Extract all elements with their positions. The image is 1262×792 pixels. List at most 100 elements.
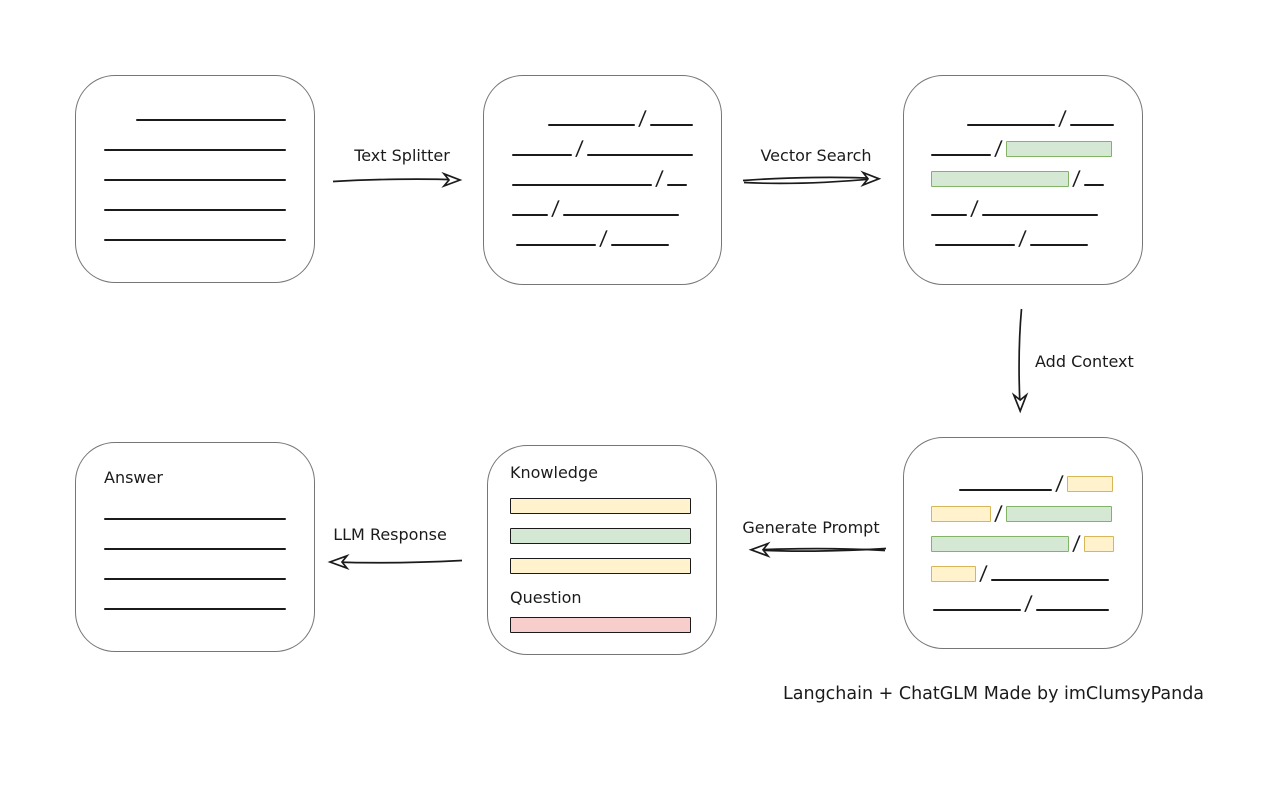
chunk-row: / — [931, 157, 1115, 190]
knowledge-bars — [510, 484, 694, 574]
bar-row — [510, 484, 694, 514]
text-line — [548, 124, 635, 126]
slash-separator: / — [1054, 471, 1065, 495]
text-line — [666, 184, 687, 186]
question-label: Question — [510, 588, 582, 607]
slash-separator: / — [1017, 226, 1028, 250]
llm-response-arrow — [327, 553, 463, 571]
text-line-row — [136, 92, 286, 122]
generate-prompt-arrow — [748, 541, 887, 558]
text-line — [104, 548, 286, 550]
answer-node: Answer — [75, 442, 315, 652]
chunk-row: / — [548, 97, 693, 130]
text-line — [104, 578, 286, 580]
add-context-label: Add Context — [1035, 352, 1134, 371]
text-line — [1035, 609, 1109, 611]
slash-separator: / — [1071, 166, 1082, 190]
text-line-row — [104, 182, 286, 212]
chunk-row: / — [512, 157, 693, 190]
red-bar — [510, 617, 691, 633]
text-line — [1083, 184, 1104, 186]
text-line-row — [104, 152, 286, 182]
answer-label: Answer — [104, 468, 163, 487]
slash-separator: / — [598, 226, 609, 250]
text-line — [104, 179, 286, 181]
source-document-node — [75, 75, 315, 283]
yellow-highlight-chip — [1083, 536, 1114, 552]
answer-lines — [104, 491, 286, 611]
text-line — [959, 489, 1052, 491]
text-line — [136, 119, 286, 121]
text-line-row — [104, 491, 286, 521]
text-line — [931, 154, 991, 156]
vector-search-arrow — [742, 170, 882, 187]
chunk-row: / — [931, 522, 1115, 555]
text-line — [610, 244, 669, 246]
chunk-row: / — [931, 187, 1115, 220]
green-highlight-chip — [931, 171, 1069, 187]
chunk-row: / — [967, 97, 1115, 130]
text-line — [104, 518, 286, 520]
text-line — [512, 184, 652, 186]
green-highlight-chip — [931, 536, 1069, 552]
vector-search-label: Vector Search — [760, 146, 872, 165]
text-line — [1029, 244, 1088, 246]
text-line — [516, 244, 596, 246]
slash-separator: / — [969, 196, 980, 220]
split-chunks-node: / / / / / — [483, 75, 722, 285]
bar-row — [510, 609, 694, 633]
slash-separator: / — [654, 166, 665, 190]
vector-matched-node: / / / / / — [903, 75, 1143, 285]
slash-separator: / — [978, 561, 989, 585]
text-line — [981, 214, 1098, 216]
bar-row — [510, 514, 694, 544]
text-line — [1069, 124, 1114, 126]
text-line — [104, 209, 286, 211]
slash-separator: / — [574, 136, 585, 160]
chunk-row: / — [959, 462, 1115, 495]
yellow-bar — [510, 558, 691, 574]
green-highlight-chip — [1005, 506, 1112, 522]
generate-prompt-label: Generate Prompt — [742, 518, 880, 537]
chunk-row: / — [933, 582, 1115, 615]
green-highlight-chip — [1005, 141, 1112, 157]
yellow-highlight-chip — [1066, 476, 1113, 492]
chunk-row: / — [931, 552, 1115, 585]
text-splitter-arrow — [332, 171, 463, 188]
slash-separator: / — [1023, 591, 1034, 615]
text-line — [104, 608, 286, 610]
slash-separator: / — [993, 136, 1004, 160]
text-line — [649, 124, 693, 126]
chunk-row: / — [931, 492, 1115, 525]
chunk-row: / — [512, 187, 693, 220]
slash-separator: / — [993, 501, 1004, 525]
yellow-highlight-chip — [931, 506, 991, 522]
add-context-arrow — [1011, 308, 1029, 414]
text-splitter-label: Text Splitter — [354, 146, 450, 165]
text-line — [933, 609, 1021, 611]
chunk-row: / — [516, 217, 693, 250]
text-line — [586, 154, 693, 156]
text-line-row — [104, 581, 286, 611]
chunk-row: / — [935, 217, 1115, 250]
yellow-bar — [510, 498, 691, 514]
slash-separator: / — [550, 196, 561, 220]
text-line — [512, 154, 572, 156]
slash-separator: / — [1057, 106, 1068, 130]
text-line-row — [104, 551, 286, 581]
text-line — [562, 214, 679, 216]
diagram-caption: Langchain + ChatGLM Made by imClumsyPand… — [783, 684, 1205, 704]
text-line — [967, 124, 1055, 126]
text-line — [104, 239, 286, 241]
context-chunks-node: ///// — [903, 437, 1143, 649]
question-bars — [510, 609, 694, 633]
bar-row — [510, 544, 694, 574]
text-line — [104, 149, 286, 151]
yellow-highlight-chip — [931, 566, 976, 582]
chunk-row: / — [512, 127, 693, 160]
text-line-row — [104, 521, 286, 551]
text-line-row — [104, 122, 286, 152]
text-line-row — [104, 212, 286, 242]
text-line — [512, 214, 548, 216]
